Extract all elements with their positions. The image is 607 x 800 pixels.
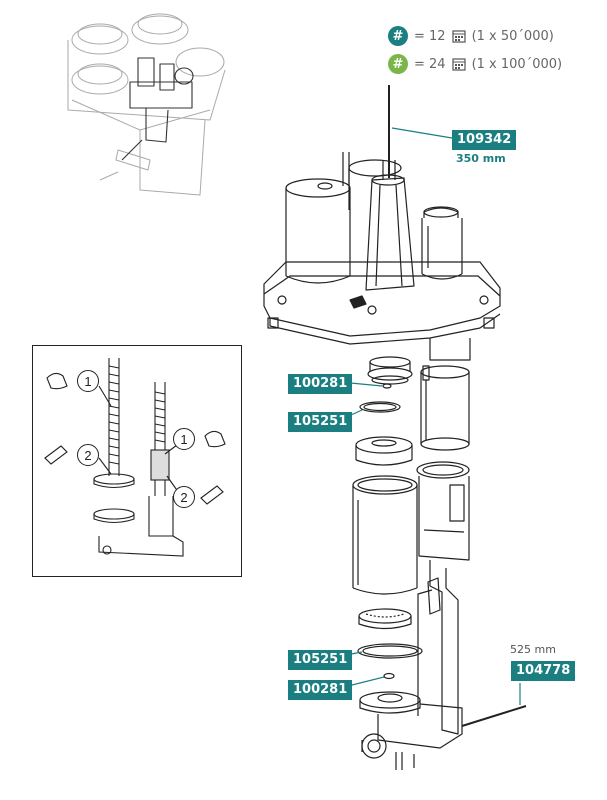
step-1-apply-left: 1 [77, 370, 99, 392]
part-tag-100281-bottom: 100281 [288, 680, 353, 700]
legend-row-12: # = 12 (1 x 50´000) [388, 26, 554, 46]
machine-overview-thumbnail [67, 13, 226, 196]
part-tag-105251-bottom: 105251 [288, 650, 353, 670]
step-1-apply-right: 1 [173, 428, 195, 450]
legend-interval: (1 x 100´000) [471, 56, 563, 72]
legend-interval: (1 x 50´000) [471, 28, 554, 44]
hash-badge-green: # [388, 54, 408, 74]
part-tag-100281-top: 100281 [288, 374, 353, 394]
highlighted-module-thumbnail [121, 57, 194, 161]
hash-badge-teal: # [388, 26, 408, 46]
part-tag-105251-top: 105251 [288, 412, 353, 432]
part-tag-109342: 109342 [452, 130, 517, 150]
legend-row-24: # = 24 (1 x 100´000) [388, 54, 562, 74]
part-tag-104778: 104778 [511, 661, 576, 681]
step-2-grease-left: 2 [77, 444, 99, 466]
detail-drawing [44, 358, 226, 557]
legend-value: = 12 [414, 28, 446, 44]
rod-length-525mm: 525 mm [510, 643, 556, 656]
rod-length-350mm: 350 mm [456, 152, 506, 165]
calendar-icon [451, 58, 466, 71]
calendar-icon [451, 30, 466, 43]
legend-value: = 24 [414, 56, 446, 72]
lubrication-detail-box: 1 2 1 2 [32, 345, 242, 577]
step-2-grease-right: 2 [173, 486, 195, 508]
